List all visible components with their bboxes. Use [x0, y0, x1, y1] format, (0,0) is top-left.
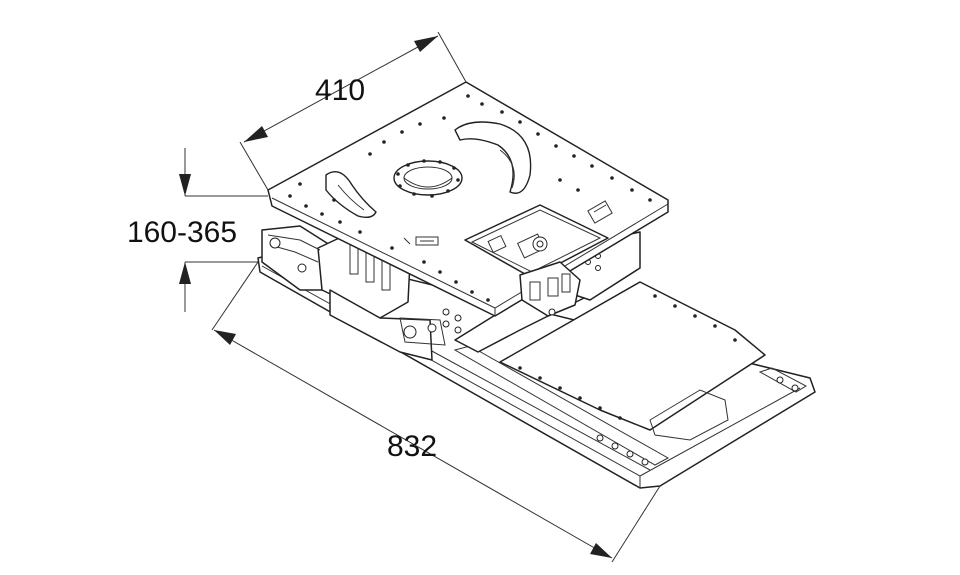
dimension-width: 410 — [239, 31, 467, 191]
arc-slot-right — [454, 121, 532, 194]
plate-holes — [288, 94, 652, 302]
kidney-slot-left — [325, 171, 377, 219]
plate-markings — [403, 200, 613, 246]
dimension-label-length: 832 — [387, 430, 437, 463]
left-bolts — [442, 308, 462, 334]
dimension-length: 832 — [211, 261, 661, 563]
clamp-cutout — [464, 204, 609, 317]
dimension-height: 160-365 — [127, 148, 268, 312]
lower-slide-plate — [499, 281, 766, 441]
top-plate — [267, 81, 669, 317]
center-bore — [393, 159, 463, 198]
slide-plate-holes — [518, 294, 737, 420]
dimension-label-width: 410 — [315, 74, 365, 107]
rail-holes — [296, 266, 799, 466]
dimension-label-height: 160-365 — [127, 216, 237, 249]
